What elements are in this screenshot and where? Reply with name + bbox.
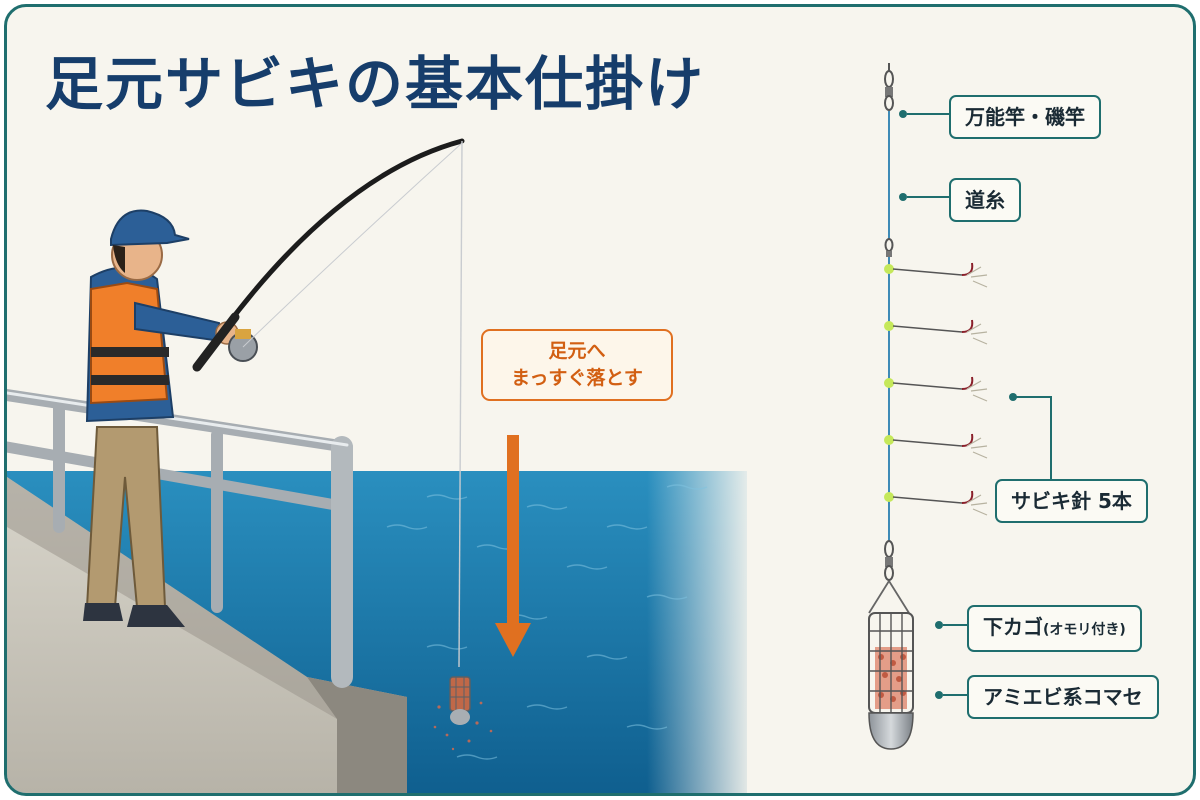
drop-straight-callout: 足元へ まっすぐ落とす (481, 329, 673, 401)
swivel-icon (884, 63, 894, 111)
railing (7, 389, 353, 688)
sabiki-hook-icon (884, 262, 988, 516)
fishing-rod-icon (192, 138, 465, 668)
label-rod: 万能竿・磯竿 (949, 95, 1101, 139)
callout-line-2: まっすぐ落とす (511, 367, 643, 389)
bait-basket-icon (868, 580, 914, 750)
label-bait: アミエビ系コマセ (967, 675, 1159, 719)
callout-line-1: 足元へ (548, 340, 606, 362)
label-mainline: 道糸 (949, 178, 1021, 222)
page-title: 足元サビキの基本仕掛け (45, 50, 706, 118)
bait-basket-small (433, 676, 493, 751)
down-arrow-icon (495, 435, 531, 657)
label-basket-main: 下カゴ (983, 615, 1043, 639)
label-basket-note: (オモリ付き) (1043, 622, 1126, 638)
rig-diagram (868, 63, 1052, 750)
label-hooks: サビキ針 5本 (995, 479, 1148, 523)
scene-illustration (7, 63, 1052, 793)
label-basket: 下カゴ(オモリ付き) (967, 605, 1142, 652)
diagram-frame: 足元サビキの基本仕掛け (4, 4, 1196, 796)
angler-figure (83, 209, 239, 627)
